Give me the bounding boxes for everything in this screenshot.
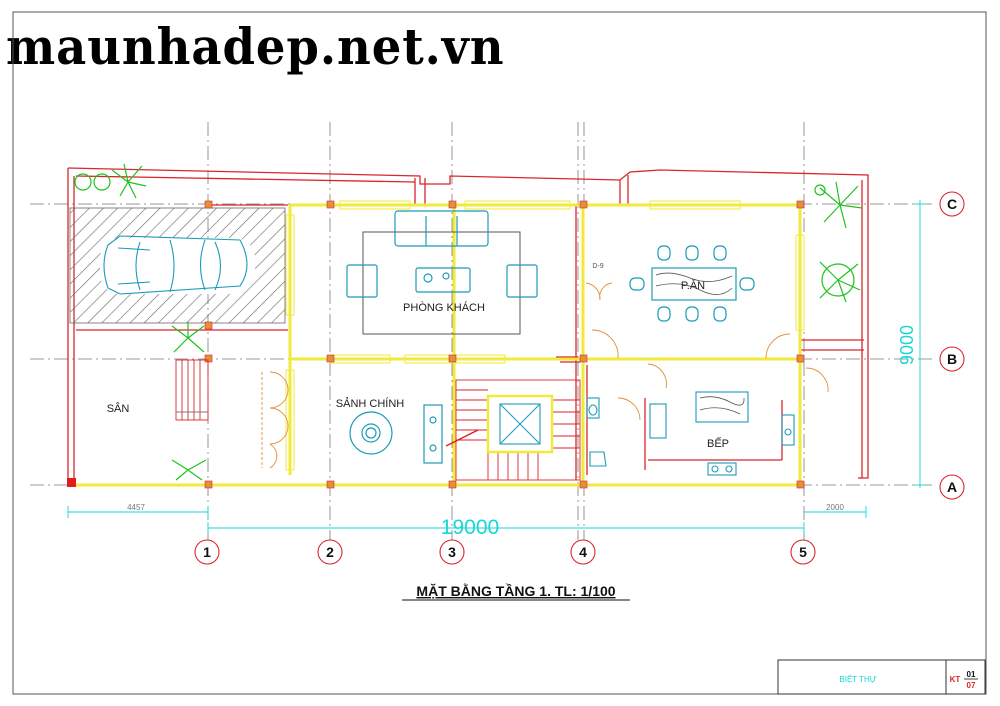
grid-bubble-4 (570, 539, 596, 565)
wall-windows (285, 200, 805, 471)
room-label-dining: P.ĂN (681, 279, 705, 292)
entrance-doors (261, 282, 829, 469)
living-room-furniture (362, 231, 521, 335)
title-block-sheet-code: KT (950, 675, 961, 684)
grid-bubble-1 (194, 539, 220, 565)
site-boundary (67, 167, 869, 485)
title-block-sheet-no: 01 (967, 670, 976, 679)
grid-label-4: 4 (579, 544, 587, 560)
sheet-frame (12, 11, 987, 695)
plant-icon (171, 322, 205, 353)
door-tag: D-9 (592, 263, 603, 270)
dimension-right-offset: 2000 (826, 503, 844, 512)
dimension-total-depth: 9000 (897, 325, 917, 365)
room-label-garden: SÂN (107, 402, 130, 415)
plant-icon (814, 181, 863, 229)
title-block-sheet-total: 07 (967, 681, 976, 690)
kitchen-fixtures (649, 391, 795, 476)
watermark: maunhadep.net.vn (6, 17, 505, 76)
structural-columns (204, 200, 805, 489)
plants (74, 163, 863, 481)
room-label-living: PHÒNG KHÁCH (403, 301, 485, 314)
plant-icon (819, 261, 861, 303)
dimension-left-offset: 4457 (127, 503, 145, 512)
drawing-title: MẶT BẰNG TẦNG 1. TL: 1/100 (416, 582, 615, 599)
grid-bubble-2 (317, 539, 343, 565)
dining-set (629, 245, 755, 322)
grid-bubble-3 (439, 539, 465, 565)
grid-label-b: B (947, 351, 957, 367)
sofa-set (346, 210, 538, 298)
grid-label-a: A (947, 479, 957, 495)
title-block (777, 659, 986, 695)
car-icon (103, 235, 248, 295)
staircase (445, 379, 581, 481)
plant-icon (74, 163, 147, 199)
elevator (486, 394, 554, 454)
walls (70, 203, 802, 487)
grid-bubbles (194, 191, 965, 565)
room-label-lobby: SẢNH CHÍNH (336, 397, 405, 410)
corner-marker (67, 478, 76, 487)
room-label-kitchen: BẾP (707, 437, 729, 450)
dimension-total-width: 19000 (441, 516, 499, 539)
grid-bubble-c (939, 191, 965, 217)
title-block-project: BIỆT THỰ (839, 675, 876, 684)
grid-bubble-a (939, 474, 965, 500)
plant-icon (171, 459, 207, 481)
dimension-lines (67, 200, 926, 534)
grid-label-1: 1 (203, 544, 211, 560)
grid-label-5: 5 (799, 544, 807, 560)
grid-label-3: 3 (448, 544, 456, 560)
grid-label-c: C (947, 196, 957, 212)
grid-bubble-b (939, 346, 965, 372)
carport (69, 207, 286, 324)
front-steps (175, 359, 209, 421)
grid-bubble-5 (790, 539, 816, 565)
wc-fixtures (586, 397, 607, 467)
lobby-furniture (349, 404, 443, 464)
grid-label-2: 2 (326, 544, 334, 560)
